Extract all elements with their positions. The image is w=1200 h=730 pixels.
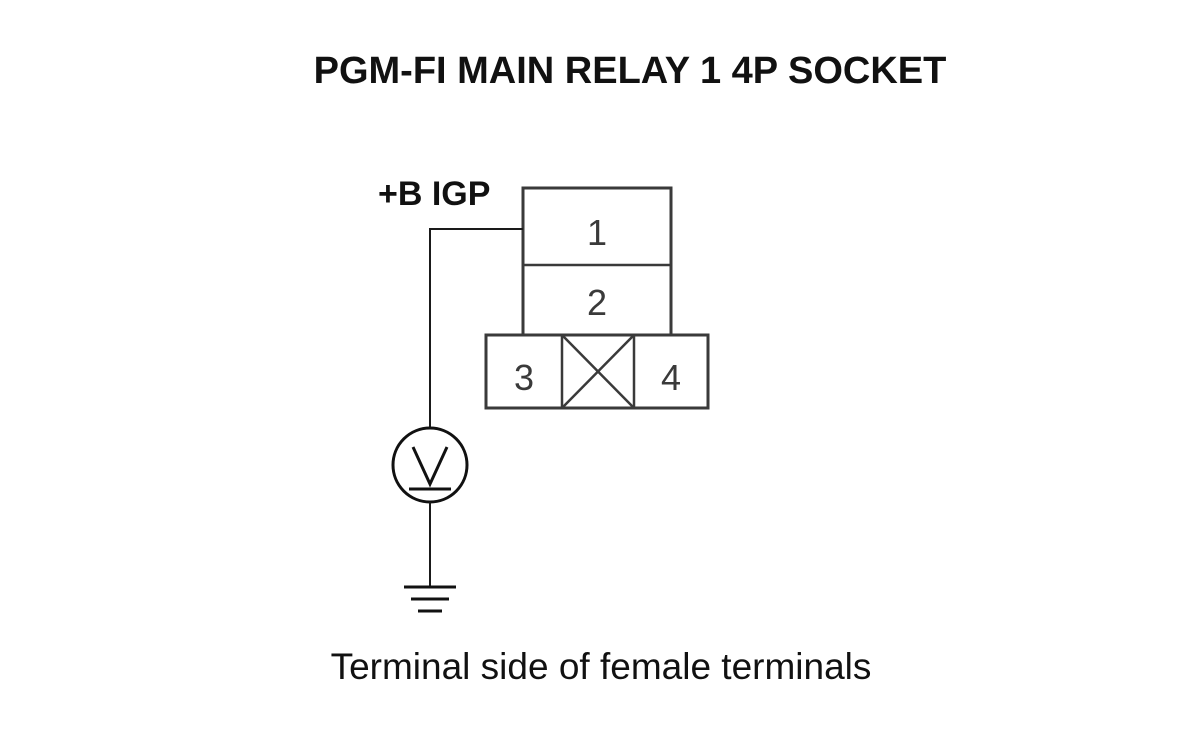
connector-4p-socket: 1 2 3 4 [484,186,710,410]
terminal-1-label: 1 [587,212,607,253]
terminal-4-label: 4 [661,357,681,398]
probe-label: +B IGP [378,175,490,213]
probe-wire [429,228,523,428]
diagram-caption: Terminal side of female terminals [331,646,872,687]
voltmeter-icon [391,426,469,504]
ground-icon [404,585,456,613]
terminal-2-label: 2 [587,282,607,323]
blank-cavity-icon [561,334,635,409]
terminal-3-label: 3 [514,357,534,398]
diagram-title: PGM-FI MAIN RELAY 1 4P SOCKET [314,50,947,92]
